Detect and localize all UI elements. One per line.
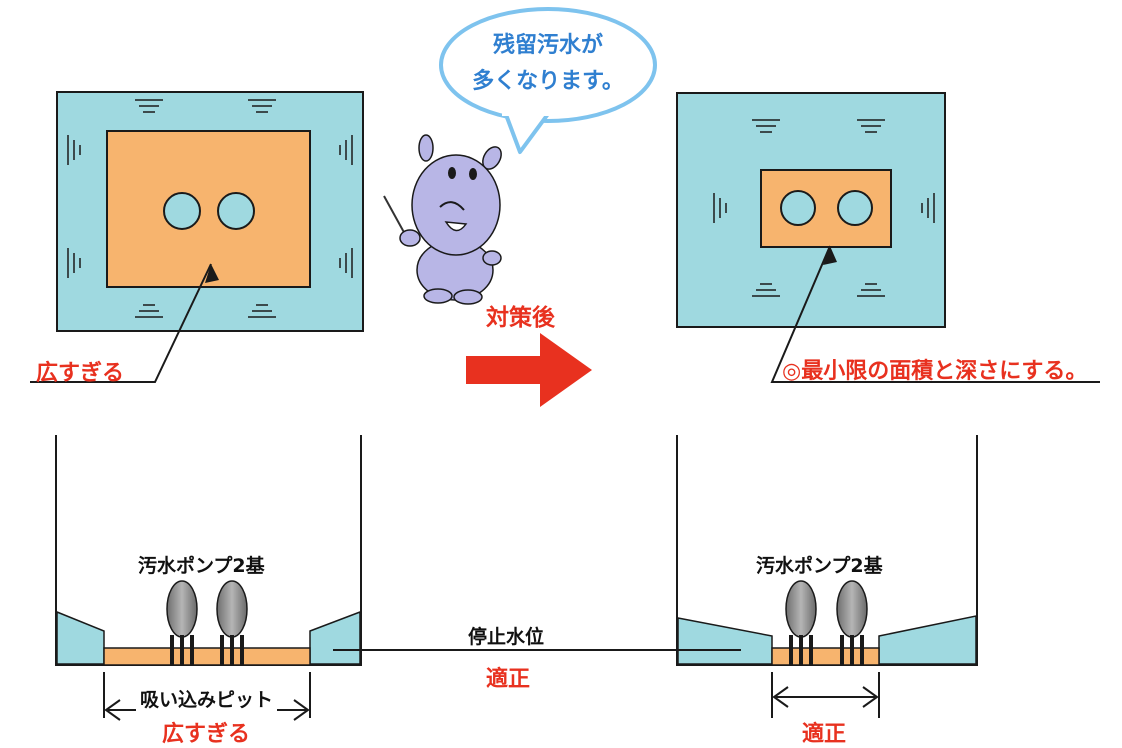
arrow-label: 対策後 [486, 305, 555, 331]
after-pump-hole-2 [837, 190, 873, 226]
after-plan-leader-line [770, 245, 1100, 383]
before-water-symbols [67, 99, 353, 318]
after-pump-2 [836, 580, 868, 638]
before-pump-label: 汚水ポンプ2基 [138, 555, 265, 577]
hippo-mascot [383, 134, 502, 305]
speech-bubble-line-1: 残留汚水が [492, 33, 603, 58]
before-pump-2 [216, 580, 248, 638]
stop-water-level-status: 適正 [486, 667, 531, 692]
pointer-stick [383, 195, 407, 237]
after-pit-width-label: 適正 [802, 722, 847, 747]
before-section-pit [103, 647, 311, 666]
after-pit-dimension [771, 672, 880, 718]
before-pump-hole-1 [163, 192, 201, 230]
after-section-view [676, 435, 978, 718]
before-pump-1 [166, 580, 198, 638]
after-plan-label: ◎最小限の面積と深さにする。 [782, 359, 1088, 384]
before-plan-label: 広すぎる [36, 361, 125, 386]
before-section-pumps [166, 580, 248, 665]
speech-bubble-line-2: 多くなります。 [472, 69, 624, 94]
before-plan-arrowhead [205, 264, 219, 283]
before-pit-width-label: 広すぎる [162, 722, 251, 747]
before-section-water-right [309, 610, 361, 665]
after-plan-arrowhead [823, 246, 837, 265]
after-plan-view [676, 92, 1100, 383]
before-pit-area [106, 130, 311, 288]
before-pump-hole-2 [217, 192, 255, 230]
after-section-pumps [785, 580, 868, 665]
after-water-symbols [713, 119, 935, 297]
speech-bubble [439, 7, 657, 154]
before-plan-view [30, 91, 364, 383]
after-pump-1 [785, 580, 817, 638]
after-pump-label: 汚水ポンプ2基 [756, 555, 883, 577]
after-section-water-right [878, 615, 977, 665]
before-section-water-left [56, 610, 105, 665]
after-pump-hole-1 [780, 190, 816, 226]
suction-pit-label: 吸い込みピット [136, 685, 278, 712]
speech-bubble-text: 残留汚水が 多くなります。 [448, 28, 648, 100]
after-section-water-left [677, 617, 773, 665]
before-plan-leader-line [30, 263, 212, 383]
after-measures-arrow [466, 333, 592, 407]
stop-water-level-label: 停止水位 [468, 626, 545, 648]
